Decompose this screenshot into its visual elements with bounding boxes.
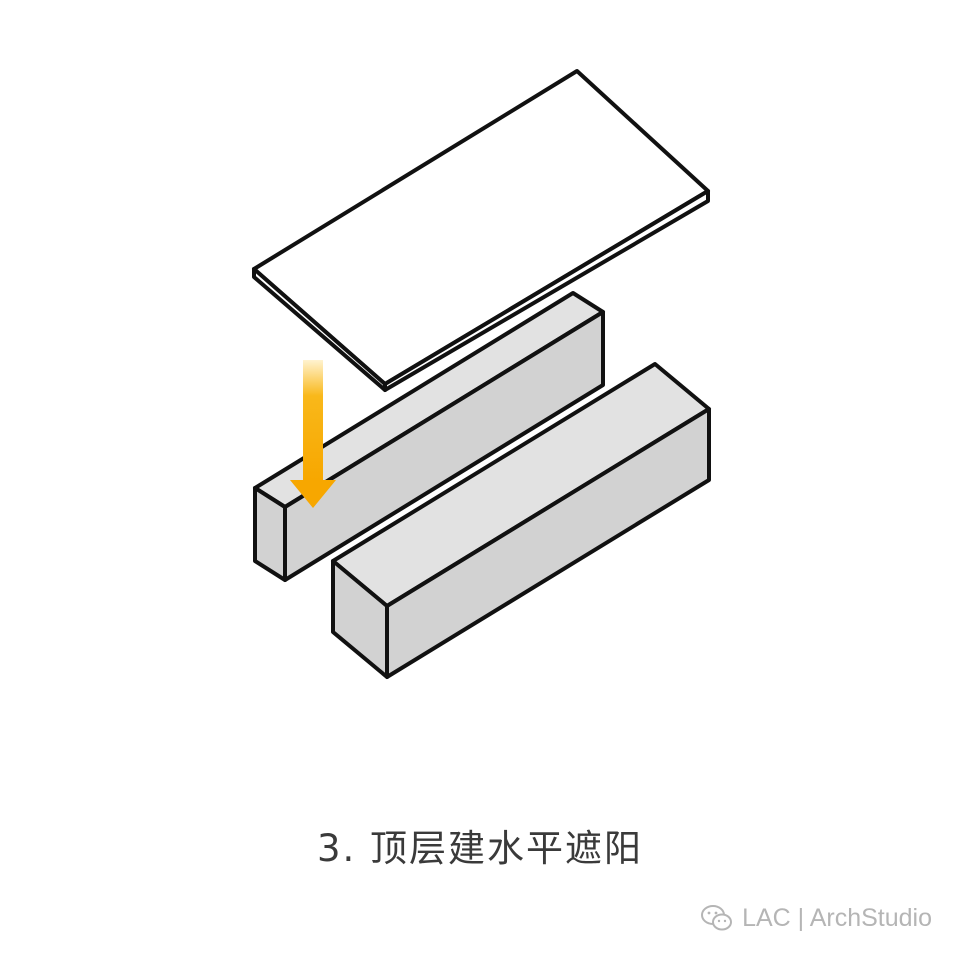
wechat-icon [701, 905, 733, 931]
watermark-text: LAC | ArchStudio [742, 903, 932, 932]
back-block [253, 291, 605, 582]
front-block [331, 362, 711, 679]
front-block-end-face [331, 559, 389, 679]
roof-slab-side-edge [252, 267, 387, 392]
roof-slab [252, 69, 710, 392]
caption: 3. 顶层建水平遮阳 [316, 827, 644, 870]
watermark: LAC | ArchStudio [700, 900, 932, 936]
down-arrow-icon [290, 360, 336, 508]
back-block-end-face [253, 486, 287, 582]
